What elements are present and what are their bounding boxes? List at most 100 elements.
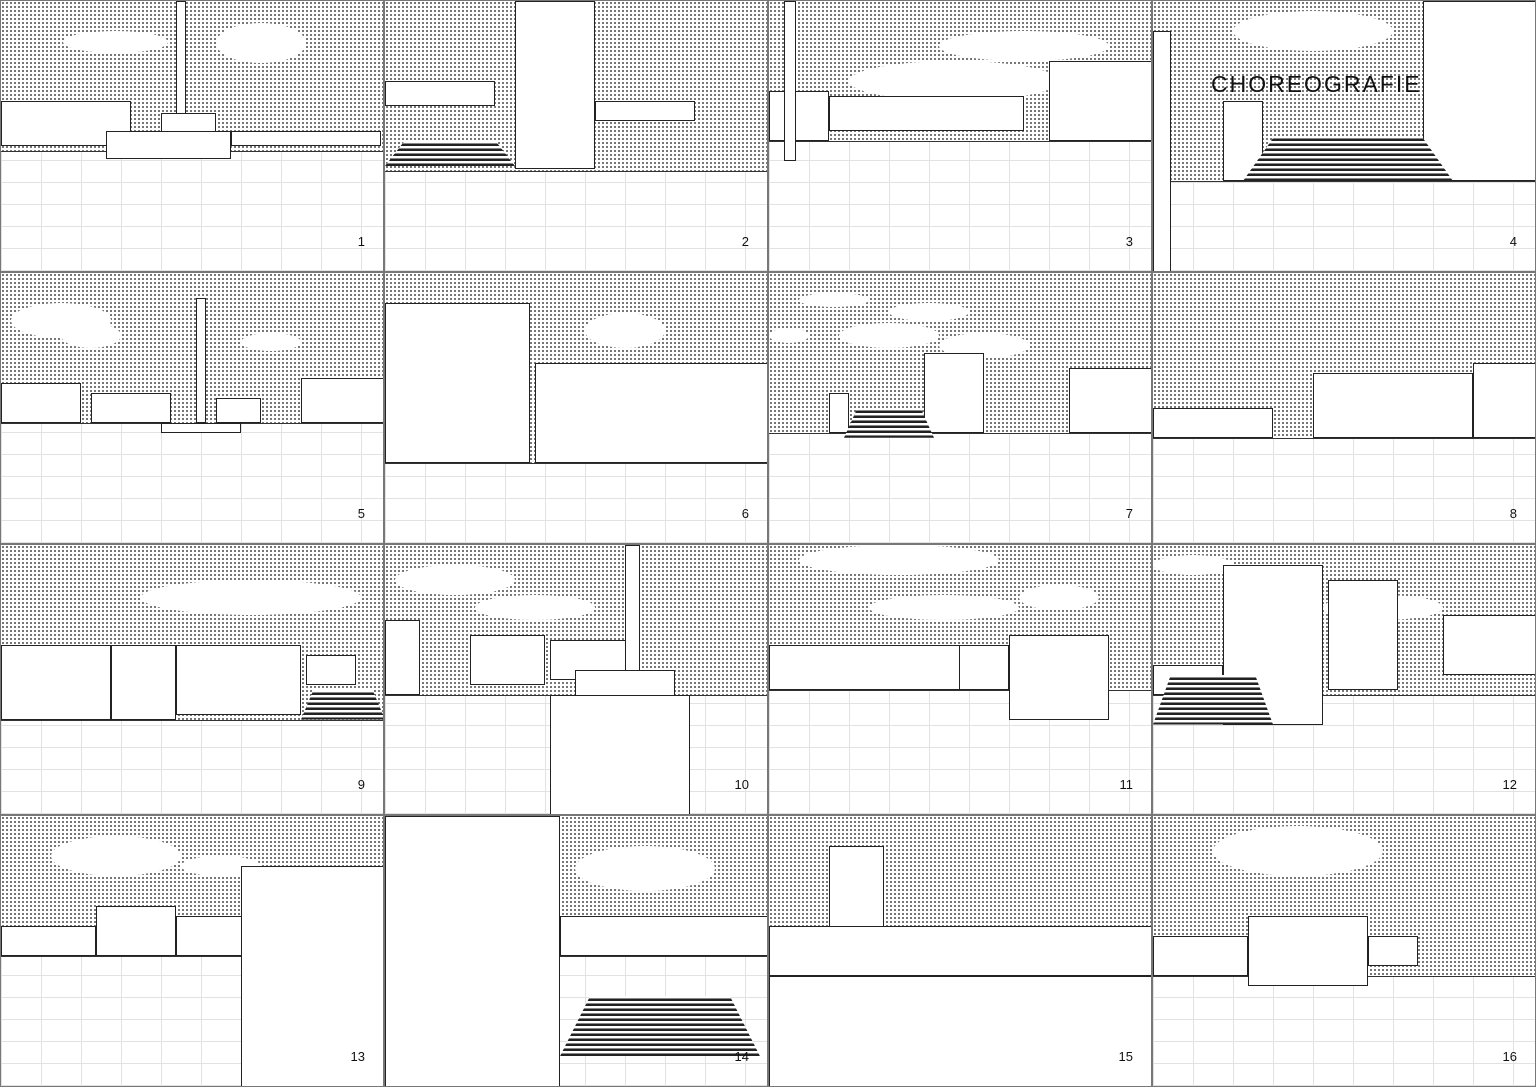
cloud	[939, 31, 1109, 61]
building-volume	[1248, 916, 1368, 987]
panel-10: 10	[384, 543, 768, 816]
cloud	[475, 594, 595, 620]
cloud	[799, 292, 869, 307]
cloud	[799, 544, 999, 575]
panel-16: 16	[1152, 815, 1536, 1087]
panel-number: 8	[1509, 505, 1517, 521]
grid-ground	[769, 689, 1151, 815]
cloud	[1019, 584, 1099, 610]
staircase	[1153, 674, 1273, 725]
grid-ground	[1153, 437, 1535, 543]
building-volume	[769, 91, 829, 141]
building-volume	[560, 916, 767, 957]
panel-number: 10	[734, 777, 749, 793]
building-volume	[231, 131, 381, 146]
building-volume	[106, 131, 231, 159]
panel-12: 12	[1152, 543, 1536, 816]
panel-7: 7	[768, 271, 1152, 544]
grid-ground	[385, 171, 767, 271]
grid-ground	[1, 422, 383, 543]
building-volume	[1, 926, 96, 957]
cloud	[1233, 11, 1393, 51]
panel-number: 7	[1125, 505, 1133, 521]
panel-number: 13	[350, 1049, 365, 1064]
building-volume	[1313, 372, 1473, 438]
staircase	[1243, 136, 1453, 181]
panel-13: 13	[0, 815, 384, 1087]
building-volume	[91, 392, 171, 423]
staircase	[844, 407, 934, 438]
panel-number: 16	[1502, 1049, 1517, 1064]
building-volume	[1328, 579, 1398, 690]
cloud	[61, 322, 121, 348]
building-volume	[1, 382, 81, 423]
grid-ground	[1153, 976, 1535, 1086]
building-volume	[176, 644, 301, 715]
cloud	[63, 31, 168, 53]
building-volume	[769, 644, 969, 690]
panel-number: 14	[734, 1049, 749, 1064]
building-volume	[535, 362, 767, 463]
building-volume	[1473, 362, 1535, 438]
grid-ground	[1153, 181, 1535, 271]
building-volume	[385, 619, 420, 695]
staircase	[301, 689, 383, 720]
building-volume	[924, 352, 984, 433]
building-volume	[241, 866, 383, 1087]
building-volume	[1153, 31, 1171, 271]
cloud	[869, 594, 1019, 620]
staircase	[560, 996, 760, 1057]
panel-number: 5	[357, 505, 365, 521]
panel-1: 1	[0, 0, 384, 272]
cloud	[141, 579, 361, 615]
building-volume	[1153, 407, 1273, 438]
cloud	[849, 61, 1059, 101]
grid-ground	[769, 432, 1151, 543]
building-volume	[595, 101, 695, 121]
cloud	[241, 332, 301, 351]
panel-5: 5	[0, 271, 384, 544]
panel-2: 2	[384, 0, 768, 272]
cloud	[575, 846, 715, 892]
panel-15: 15	[768, 815, 1152, 1087]
title: CHOREOGRAFIE	[1211, 71, 1422, 97]
cloud	[889, 302, 969, 321]
grid-ground	[1, 719, 383, 815]
building-volume	[196, 297, 206, 423]
staircase	[385, 141, 515, 166]
building-volume	[96, 906, 176, 957]
cloud	[51, 836, 181, 877]
grid-ground	[769, 141, 1151, 271]
building-volume	[959, 644, 1009, 690]
grid-ground	[1, 151, 383, 271]
building-volume	[385, 302, 530, 463]
panel-4: CHOREOGRAFIE 4	[1152, 0, 1536, 272]
grid-ground	[385, 462, 767, 543]
building-volume	[216, 397, 261, 423]
building-volume	[306, 654, 356, 685]
panel-11: 11	[768, 543, 1152, 816]
panel-number: 1	[357, 233, 365, 249]
building-volume	[784, 1, 796, 161]
cloud	[1153, 554, 1233, 575]
building-volume	[829, 846, 884, 937]
building-volume	[1069, 367, 1151, 433]
panel-6: 6	[384, 271, 768, 544]
panel-number: 9	[357, 777, 365, 793]
building-volume	[385, 81, 495, 106]
cloud	[216, 23, 306, 63]
building-volume	[176, 916, 246, 957]
building-volume	[111, 644, 176, 720]
building-volume	[1423, 1, 1535, 181]
panel-number: 11	[1119, 777, 1134, 793]
building-volume	[829, 96, 1024, 131]
panel-number: 6	[741, 505, 749, 521]
building-volume	[1, 644, 111, 720]
panel-3: 3	[768, 0, 1152, 272]
building-volume	[769, 926, 1151, 977]
panel-8: 8	[1152, 271, 1536, 544]
panel-number: 4	[1509, 233, 1517, 249]
building-volume	[1153, 936, 1248, 977]
panel-9: 9	[0, 543, 384, 816]
